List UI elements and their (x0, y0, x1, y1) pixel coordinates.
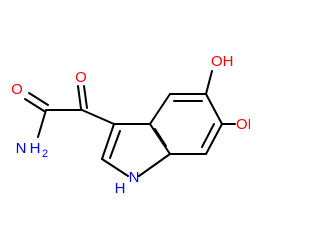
bond-c6-c7-inner (201, 123, 215, 148)
bond-c3a-c4 (149, 93, 171, 125)
bond-camide-o-b (28, 92, 49, 106)
oxygen-label-ketone: O (75, 69, 87, 86)
bond-c5-c6 (205, 93, 223, 125)
bond-camide-o-a (24, 98, 45, 112)
subscript-2-amide: 2 (42, 148, 48, 160)
hydroxyl-label-6: OH (236, 116, 250, 133)
molecule-drawing: O O N H 2 OH OH N H (11, 53, 250, 197)
oxygen-label-amide: O (11, 81, 23, 98)
benzene-ring (149, 93, 223, 155)
bond-c3-c2-inner (109, 130, 121, 159)
structure-canvas: O O N H 2 OH OH N H (11, 53, 250, 197)
bond-cketone-o-b (83, 85, 88, 109)
bond-c3-cketone (81, 109, 115, 125)
bond-c5-oh (205, 70, 213, 95)
nitrogen-label-amide: N (16, 140, 27, 157)
hydrogen-label-indole: H (115, 180, 126, 197)
pyrrole-ring (101, 123, 171, 177)
glyoxylamide-chain (24, 85, 115, 138)
bond-cketone-o-a (77, 85, 82, 110)
hydroxyl-label-5: OH (211, 53, 234, 70)
bond-c3-c2 (101, 123, 115, 160)
bond-camide-n (37, 109, 47, 138)
bond-c7a-c3a-inner (154, 128, 167, 147)
bond-n1-c7a (138, 153, 171, 177)
nitrogen-label-indole: N (129, 169, 140, 186)
hydrogen-label-amide: H (30, 140, 41, 157)
bond-c2-n1 (101, 158, 129, 177)
bond-c7a-c3a (149, 123, 171, 155)
bond-c6-c7 (205, 123, 223, 155)
